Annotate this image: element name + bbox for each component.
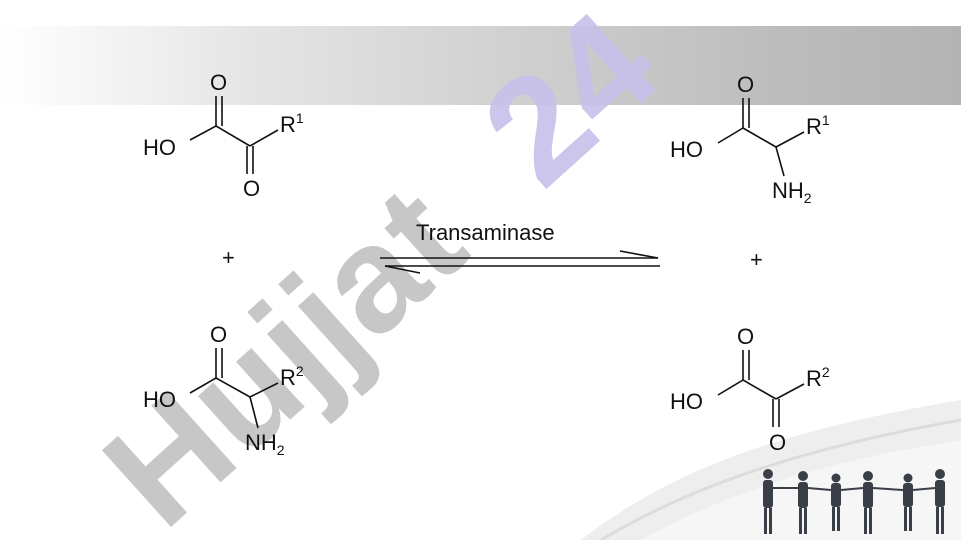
plus-sign-right: +	[750, 247, 763, 272]
header-gradient-band	[0, 26, 961, 105]
reactant2-nh2-label: NH2	[245, 430, 285, 458]
product1-r-label: R1	[806, 112, 830, 139]
plus-sign-left: +	[222, 245, 235, 270]
product1-ho: HO	[670, 137, 703, 162]
product2-o-top: O	[737, 324, 754, 349]
product-amino-acid-r1: HO O R1 NH2	[670, 72, 830, 206]
reactant2-o-top: O	[210, 322, 227, 347]
equilibrium-arrow	[380, 250, 660, 274]
product-keto-acid-r2: HO O O R2	[670, 324, 830, 455]
reactant1-o-bottom: O	[243, 176, 260, 201]
reactant1-o-top: O	[210, 70, 227, 95]
product2-ho: HO	[670, 389, 703, 414]
reactant2-ho: HO	[143, 387, 176, 412]
reactant-amino-acid-r2: HO O R2 NH2	[143, 322, 304, 458]
product2-o-bottom: O	[769, 430, 786, 455]
product2-r-label: R2	[806, 364, 830, 391]
reactant1-ho: HO	[143, 135, 176, 160]
people-holding-hands-image	[763, 469, 945, 534]
product1-nh2-label: NH2	[772, 178, 812, 206]
reactant1-r-label: R1	[280, 110, 304, 137]
enzyme-label: Transaminase	[416, 220, 555, 245]
product1-o-top: O	[737, 72, 754, 97]
reactant2-r-label: R2	[280, 363, 304, 390]
reactant-keto-acid-r1: HO O O R1	[143, 70, 304, 201]
